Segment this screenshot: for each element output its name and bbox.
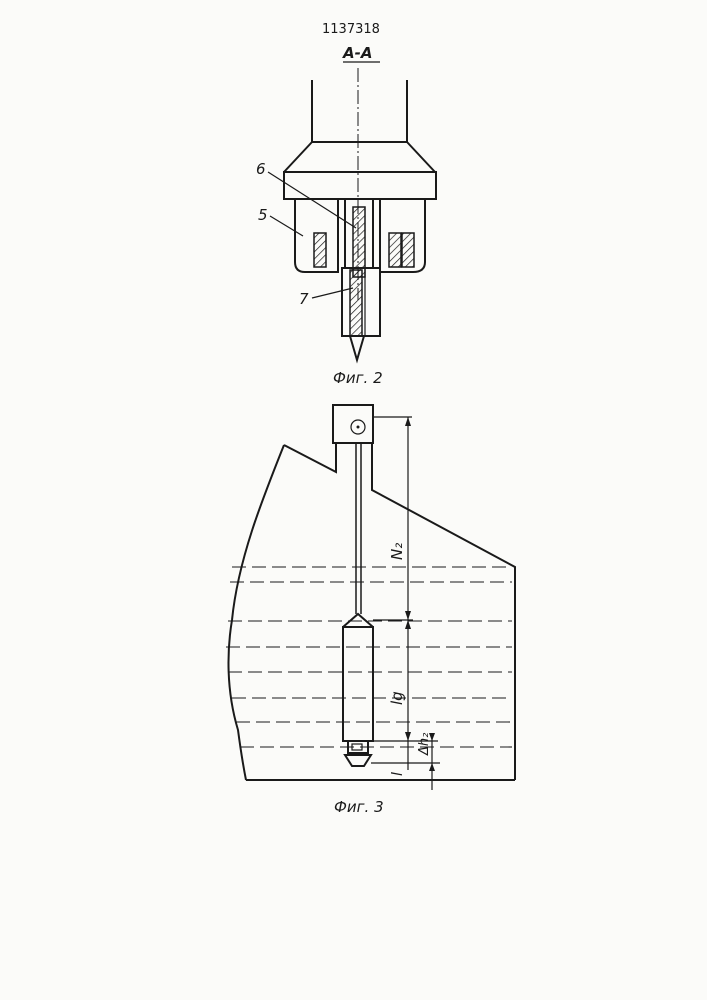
left-holder-insert: [314, 233, 326, 267]
dim-label-dh2: Δh₂: [417, 733, 432, 756]
leader-5: [270, 216, 303, 236]
right-holder-insert: [402, 233, 414, 267]
dim-label-lg: lg: [388, 691, 406, 705]
liquid-lines: [226, 567, 512, 747]
needle-tip: [350, 336, 364, 360]
figure-3: N₂ lg Δh₂ l Фиг. 3: [226, 405, 515, 816]
right-holder-insert-inner: [389, 233, 401, 267]
tank-roof-left: [284, 443, 336, 472]
conical-transition: [284, 142, 435, 172]
tank-left-edge: [228, 445, 284, 780]
figure2-caption: Фиг. 2: [333, 369, 383, 387]
head-block: [284, 172, 436, 199]
section-label: А-А: [342, 44, 372, 62]
dim-label-N2: N₂: [388, 543, 406, 560]
figure3-caption: Фиг. 3: [334, 798, 384, 816]
pulley-axle: [357, 426, 360, 429]
label-part6: 6: [256, 160, 266, 178]
patent-number: 1137318: [322, 22, 380, 37]
probe-cylinder: [343, 627, 373, 741]
leader-7: [312, 288, 353, 298]
label-part5: 5: [258, 206, 268, 224]
dim-arrows: [405, 417, 435, 771]
part7-insert: [350, 270, 362, 336]
tank-roof-right: [372, 443, 515, 780]
part6-insert: [353, 207, 365, 277]
dim-label-l: l: [390, 772, 406, 776]
pulley-box: [333, 405, 373, 443]
probe-tip: [345, 755, 371, 766]
upper-shaft: [312, 80, 407, 142]
figure-2: А-А 6 5 7: [256, 44, 436, 387]
label-part7: 7: [299, 290, 309, 308]
